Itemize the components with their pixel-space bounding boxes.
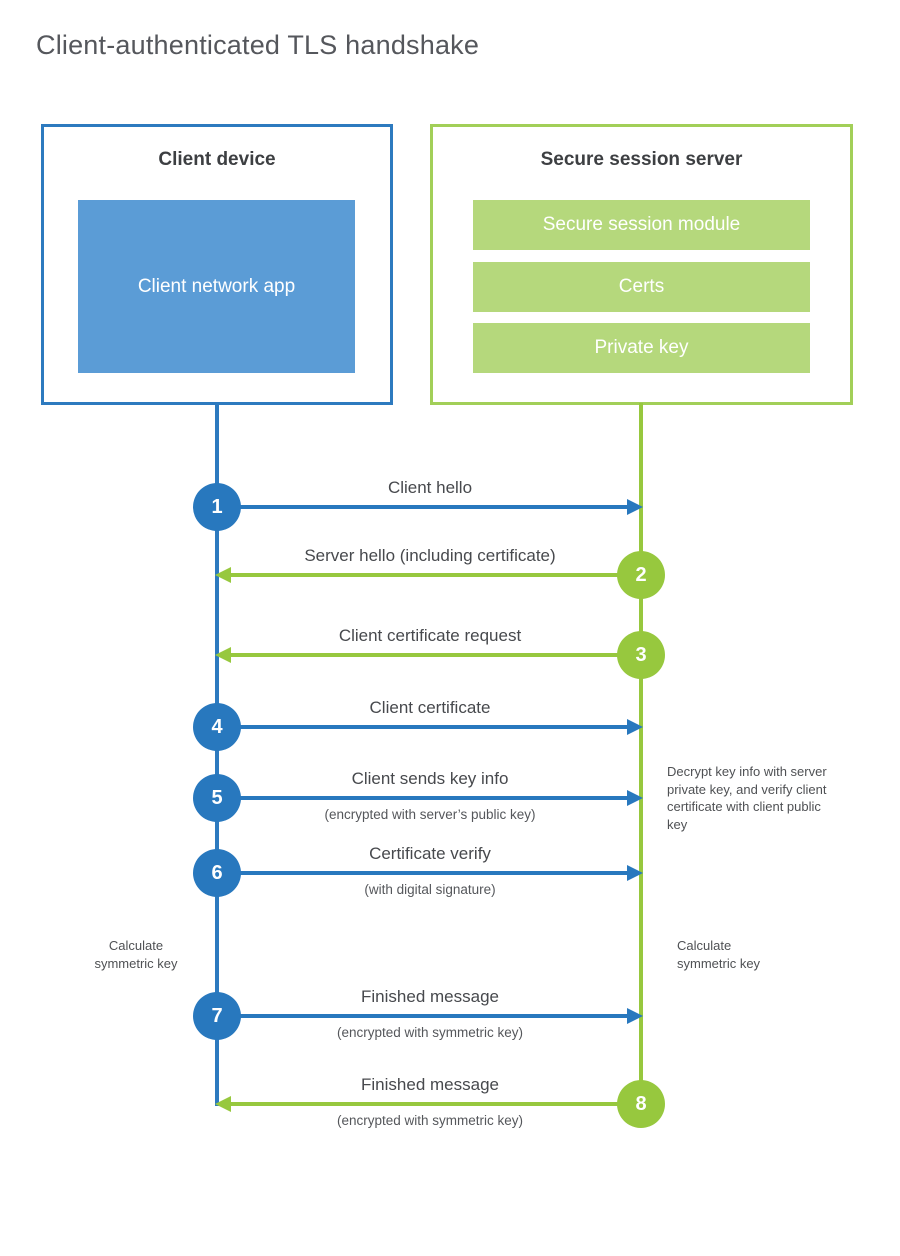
arrow-right xyxy=(217,1014,627,1018)
arrowhead-left xyxy=(215,1096,231,1112)
step-circle-1: 1 xyxy=(193,483,241,531)
step-circle-7: 7 xyxy=(193,992,241,1040)
note-calculate-symmetric-key-client: Calculate symmetric key xyxy=(94,938,178,971)
arrowhead-right xyxy=(627,499,643,515)
step-circle-8: 8 xyxy=(617,1080,665,1128)
server-title: Secure session server xyxy=(540,149,743,170)
message-label: Finished message xyxy=(361,987,499,1006)
message-label: Certificate verify xyxy=(369,844,491,863)
arrowhead-right xyxy=(627,719,643,735)
arrow-right xyxy=(217,725,627,729)
message-sublabel: (encrypted with server’s public key) xyxy=(324,807,536,822)
message-label: Client certificate request xyxy=(338,626,522,645)
server-box: Secure session server Secure session mod… xyxy=(430,124,853,405)
server-lifeline xyxy=(639,403,643,1081)
arrow-right xyxy=(217,871,627,875)
arrow-right xyxy=(217,796,627,800)
client-network-app-label: Client network app xyxy=(137,275,296,297)
server-module-private-key: Private key xyxy=(473,323,810,373)
arrow-left xyxy=(231,1102,641,1106)
server-module-secure-session: Secure session module xyxy=(473,200,810,250)
message-label: Server hello (including certificate) xyxy=(304,546,556,565)
message-sublabel: (encrypted with symmetric key) xyxy=(336,1025,524,1040)
arrow-left xyxy=(231,573,641,577)
step-circle-5: 5 xyxy=(193,774,241,822)
arrowhead-right xyxy=(627,1008,643,1024)
arrowhead-right xyxy=(627,790,643,806)
client-lifeline xyxy=(215,403,219,1106)
message-sublabel: (encrypted with symmetric key) xyxy=(336,1113,524,1128)
arrowhead-left xyxy=(215,567,231,583)
client-device-box: Client device Client network app xyxy=(41,124,393,405)
page-title: Client-authenticated TLS handshake xyxy=(36,30,480,60)
message-sublabel: (with digital signature) xyxy=(364,882,496,897)
message-label: Client certificate xyxy=(369,698,491,717)
server-module-certs: Certs xyxy=(473,262,810,312)
message-label: Client hello xyxy=(387,478,473,497)
message-label: Client sends key info xyxy=(351,769,509,788)
client-network-app-box: Client network app xyxy=(78,200,355,373)
arrowhead-left xyxy=(215,647,231,663)
client-device-title: Client device xyxy=(158,149,276,170)
arrow-left xyxy=(231,653,641,657)
step-circle-4: 4 xyxy=(193,703,241,751)
arrow-right xyxy=(217,505,627,509)
step-circle-3: 3 xyxy=(617,631,665,679)
step-circle-6: 6 xyxy=(193,849,241,897)
note-calculate-symmetric-key-server: Calculate symmetric key xyxy=(677,938,761,971)
step-circle-2: 2 xyxy=(617,551,665,599)
note-decrypt-key-info: Decrypt key info with server private key… xyxy=(667,764,827,832)
message-label: Finished message xyxy=(361,1075,499,1094)
arrowhead-right xyxy=(627,865,643,881)
